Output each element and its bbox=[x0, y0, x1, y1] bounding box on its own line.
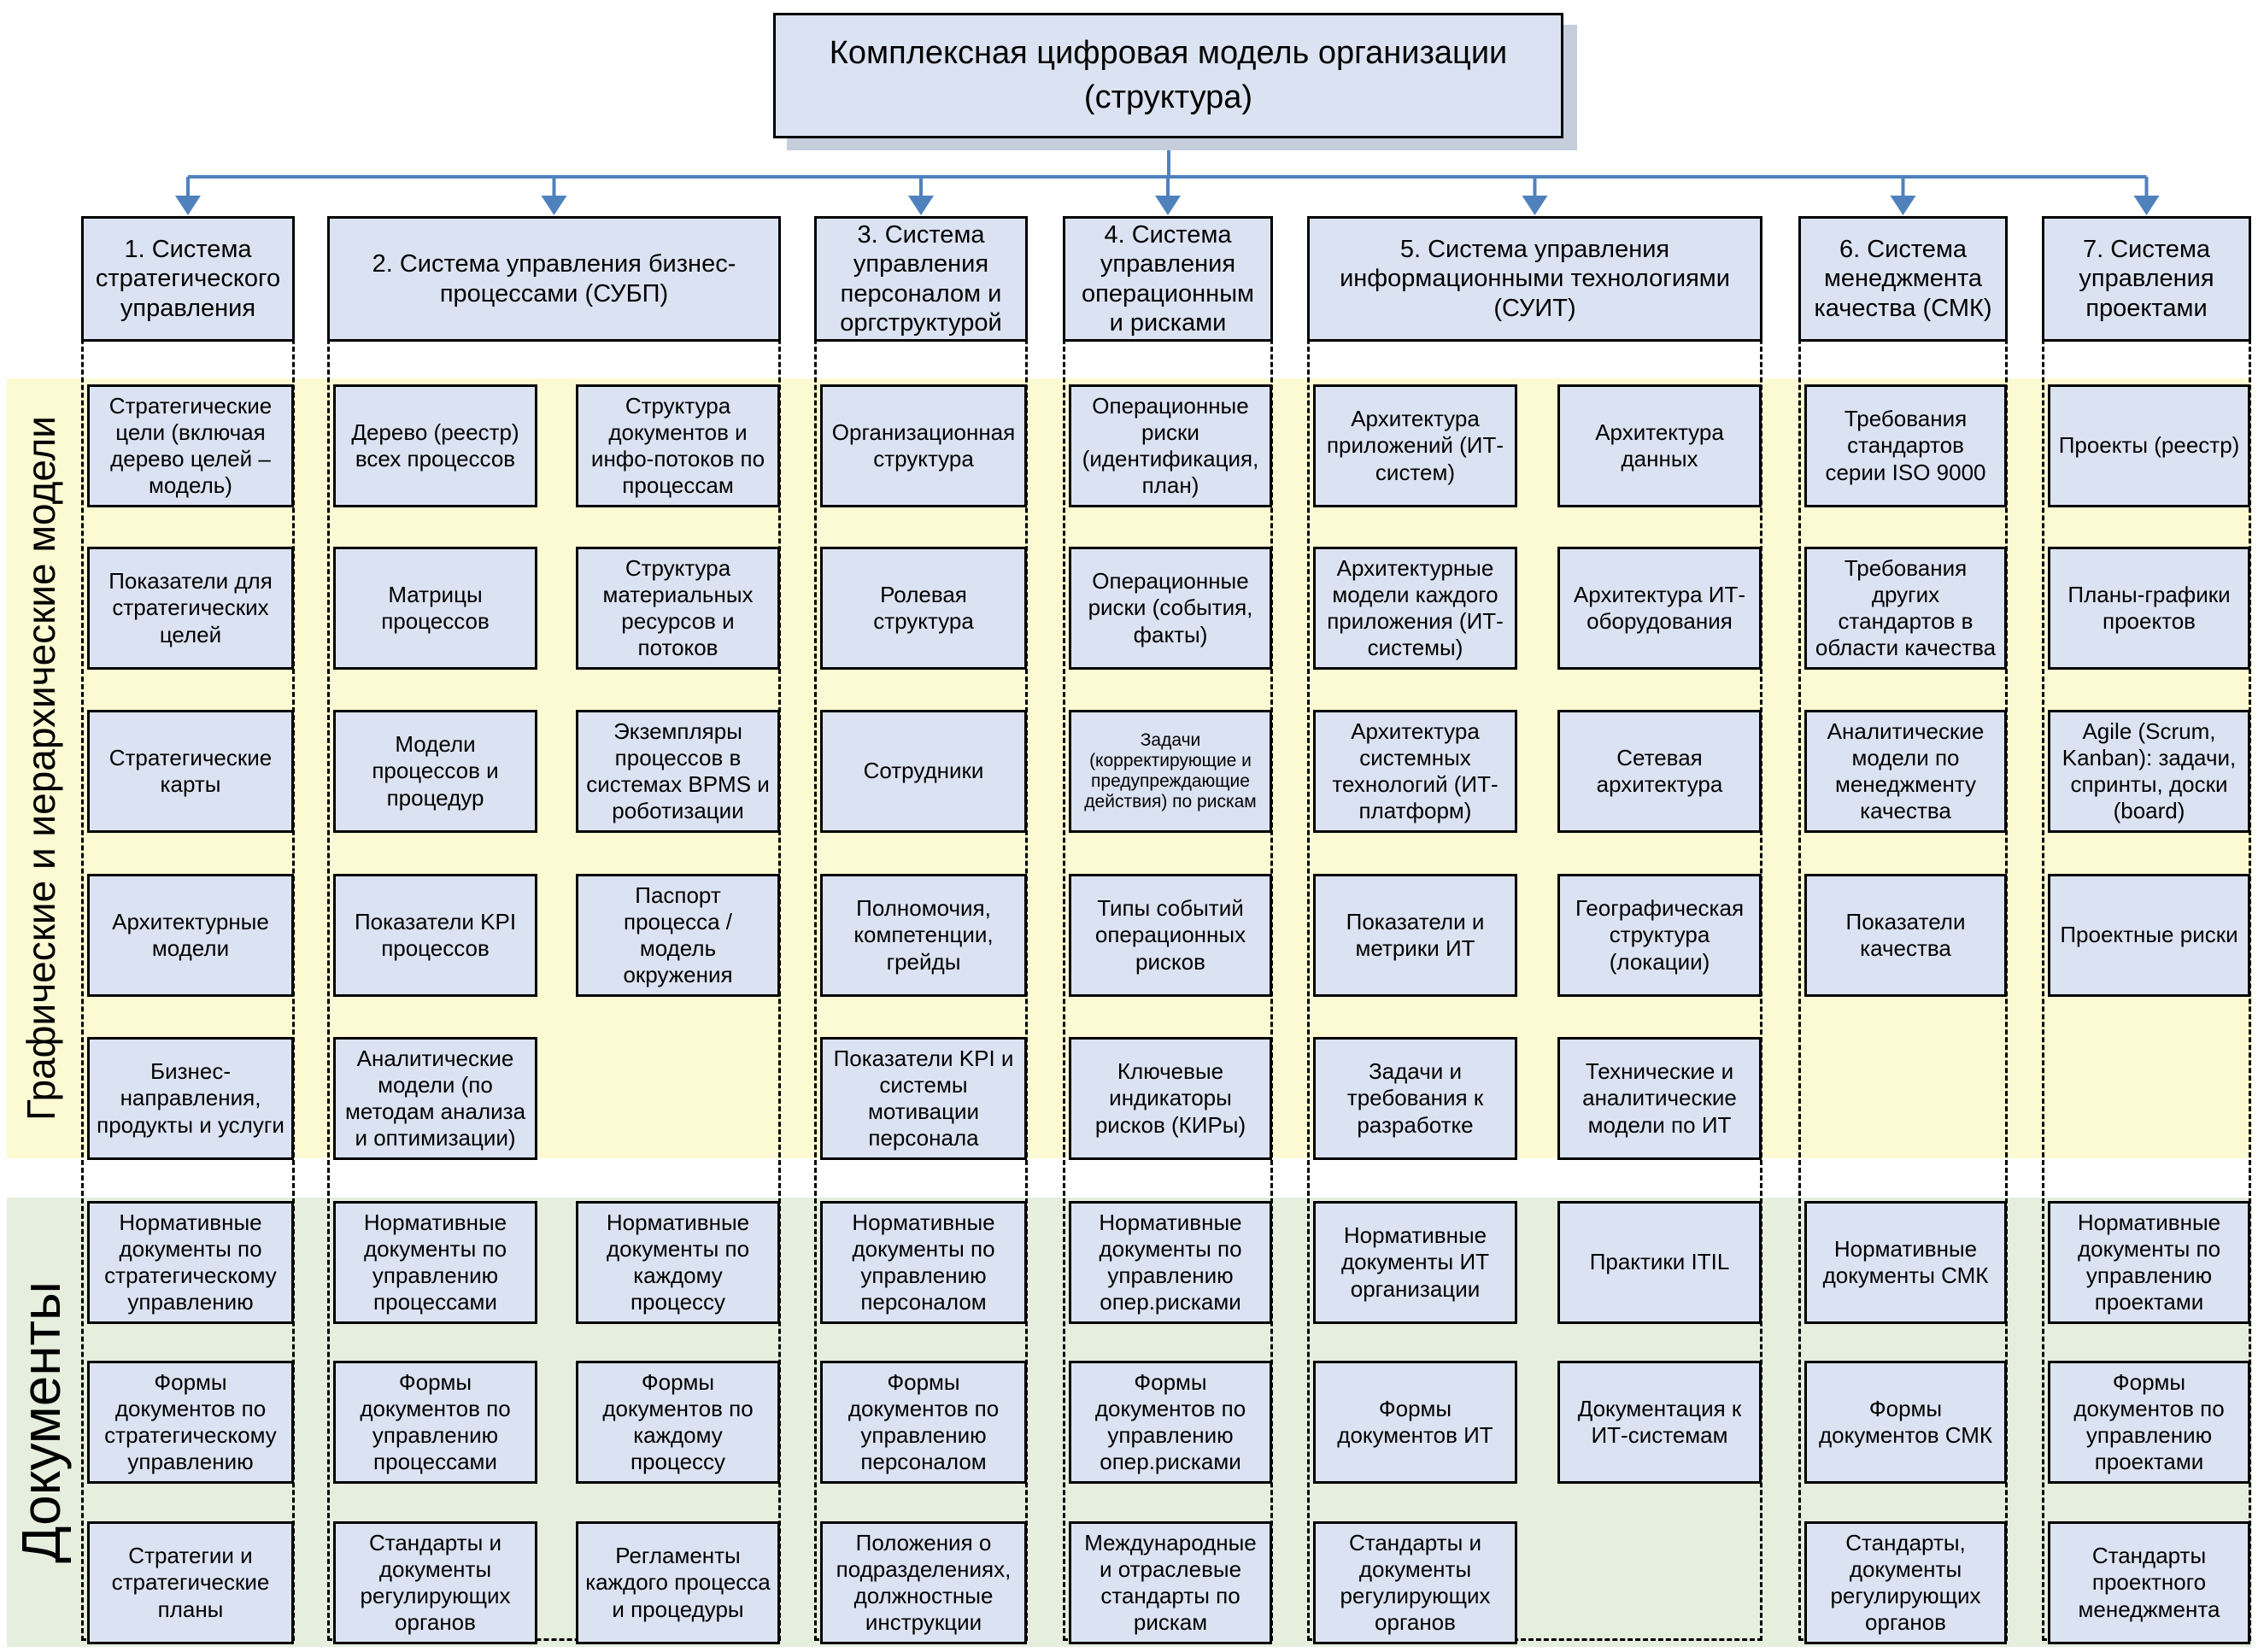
column-3-header: 3. Система управления персоналом и оргст… bbox=[814, 216, 1028, 342]
model-box: Структура материальных ресурсов и потоко… bbox=[576, 547, 780, 670]
column-2: 2. Система управления бизнес-процессами … bbox=[327, 216, 781, 1644]
model-box: Географическая структура (локации) bbox=[1557, 874, 1762, 997]
column-6-header: 6. Система менеджмента качества (СМК) bbox=[1798, 216, 2008, 342]
model-box: Модели процессов и процедур bbox=[333, 710, 537, 833]
model-box: Технические и аналитические модели по ИТ bbox=[1557, 1037, 1762, 1160]
document-box: Формы документов по управлению персонало… bbox=[820, 1361, 1027, 1484]
model-box: Паспорт процесса / модель окружения bbox=[576, 874, 780, 997]
document-box: Формы документов по управлению опер.риск… bbox=[1069, 1361, 1272, 1484]
column-6: 6. Система менеджмента качества (СМК) Тре… bbox=[1798, 216, 2008, 1644]
model-box: Операционные риски (идентификация, план) bbox=[1069, 384, 1272, 507]
model-box: Требования стандартов серии ISO 9000 bbox=[1804, 384, 2007, 507]
model-box: Стратегические карты bbox=[87, 710, 294, 833]
model-box: Проекты (реестр) bbox=[2048, 384, 2250, 507]
model-box: Полномочия, компетенции, грейды bbox=[820, 874, 1027, 997]
model-box: Аналитические модели (по методам анализа… bbox=[333, 1037, 537, 1160]
model-box: Архитектурные модели каждого приложения … bbox=[1313, 547, 1517, 670]
model-box: Матрицы процессов bbox=[333, 547, 537, 670]
model-box: Дерево (реестр) всех процессов bbox=[333, 384, 537, 507]
model-box: Планы-графики проектов bbox=[2048, 547, 2250, 670]
model-box: Ролевая структура bbox=[820, 547, 1027, 670]
document-box: Формы документов ИТ bbox=[1313, 1361, 1517, 1484]
model-box: Архитектура системных технологий (ИТ-пла… bbox=[1313, 710, 1517, 833]
model-box: Архитектура ИТ-оборудования bbox=[1557, 547, 1762, 670]
diagram-title-text: Комплексная цифровая модель организации … bbox=[829, 35, 1508, 115]
document-box: Стратегии и стратегические планы bbox=[87, 1521, 294, 1644]
model-box: Аналитические модели по менеджменту каче… bbox=[1804, 710, 2007, 833]
model-box: Стратегические цели (включая дерево целе… bbox=[87, 384, 294, 507]
document-box: Стандарты проектного менеджмента bbox=[2048, 1521, 2250, 1644]
column-4: 4. Система управления операционным и рис… bbox=[1063, 216, 1273, 1644]
document-box: Регламенты каждого процесса и процедуры bbox=[576, 1521, 780, 1644]
document-box: Нормативные документы по управлению проц… bbox=[333, 1201, 537, 1324]
model-box: Архитектура приложений (ИТ-систем) bbox=[1313, 384, 1517, 507]
model-box: Показатели KPI процессов bbox=[333, 874, 537, 997]
document-box: Положения о подразделениях, должностные … bbox=[820, 1521, 1027, 1644]
model-box: Показатели и метрики ИТ bbox=[1313, 874, 1517, 997]
model-box: Типы событий операционных рисков bbox=[1069, 874, 1272, 997]
column-3: 3. Система управления персоналом и оргст… bbox=[814, 216, 1028, 1644]
document-box: Стандарты и документы регулирующих орган… bbox=[1313, 1521, 1517, 1644]
column-2-header: 2. Система управления бизнес-процессами … bbox=[327, 216, 781, 342]
model-box: Ключевые индикаторы рисков (КИРы) bbox=[1069, 1037, 1272, 1160]
model-box: Проектные риски bbox=[2048, 874, 2250, 997]
document-box: Формы документов по стратегическому упра… bbox=[87, 1361, 294, 1484]
model-box: Agile (Scrum, Kanban): задачи, спринты, … bbox=[2048, 710, 2250, 833]
column-7-header: 7. Система управления проектами bbox=[2042, 216, 2251, 342]
column-4-header: 4. Система управления операционным и рис… bbox=[1063, 216, 1273, 342]
document-box: Нормативные документы по стратегическому… bbox=[87, 1201, 294, 1324]
document-box: Нормативные документы по управлению опер… bbox=[1069, 1201, 1272, 1324]
column-5-header: 5. Система управления информационными те… bbox=[1307, 216, 1762, 342]
document-box: Формы документов по управлению проектами bbox=[2048, 1361, 2250, 1484]
document-box: Нормативные документы по управлению перс… bbox=[820, 1201, 1027, 1324]
model-box: Задачи и требования к разработке bbox=[1313, 1037, 1517, 1160]
document-box: Нормативные документы СМК bbox=[1804, 1201, 2007, 1324]
model-box: Показатели KPI и системы мотивации персо… bbox=[820, 1037, 1027, 1160]
model-box: Экземпляры процессов в системах BPMS и р… bbox=[576, 710, 780, 833]
document-box: Стандарты, документы регулирующих органо… bbox=[1804, 1521, 2007, 1644]
model-box: Показатели для стратегических целей bbox=[87, 547, 294, 670]
document-box: Документация к ИТ-системам bbox=[1557, 1361, 1762, 1484]
document-box: Международные и отраслевые стандарты по … bbox=[1069, 1521, 1272, 1644]
model-box: Организационная структура bbox=[820, 384, 1027, 507]
model-box: Сетевая архитектура bbox=[1557, 710, 1762, 833]
document-box: Формы документов по управлению процессам… bbox=[333, 1361, 537, 1484]
column-5: 5. Система управления информационными те… bbox=[1307, 216, 1762, 1644]
document-box: Нормативные документы ИТ организации bbox=[1313, 1201, 1517, 1324]
model-box: Структура документов и инфо-потоков по п… bbox=[576, 384, 780, 507]
model-box: Архитектура данных bbox=[1557, 384, 1762, 507]
document-box: Стандарты и документы регулирующих орган… bbox=[333, 1521, 537, 1644]
model-box: Задачи (корректирующие и предупреждающие… bbox=[1069, 710, 1272, 833]
model-box: Сотрудники bbox=[820, 710, 1027, 833]
diagram-title: Комплексная цифровая модель организации … bbox=[773, 13, 1563, 138]
model-box: Бизнес-направления, продукты и услуги bbox=[87, 1037, 294, 1160]
model-box: Показатели качества bbox=[1804, 874, 2007, 997]
model-box: Требования других стандартов в области к… bbox=[1804, 547, 2007, 670]
document-box: Формы документов СМК bbox=[1804, 1361, 2007, 1484]
document-box: Формы документов по каждому процессу bbox=[576, 1361, 780, 1484]
document-box: Нормативные документы по каждому процесс… bbox=[576, 1201, 780, 1324]
document-box: Практики ITIL bbox=[1557, 1201, 1762, 1324]
model-box: Операционные риски (события, факты) bbox=[1069, 547, 1272, 670]
model-box: Архитектурные модели bbox=[87, 874, 294, 997]
column-1-header: 1. Система стратегического управления bbox=[81, 216, 295, 342]
document-box: Нормативные документы по управлению прое… bbox=[2048, 1201, 2250, 1324]
